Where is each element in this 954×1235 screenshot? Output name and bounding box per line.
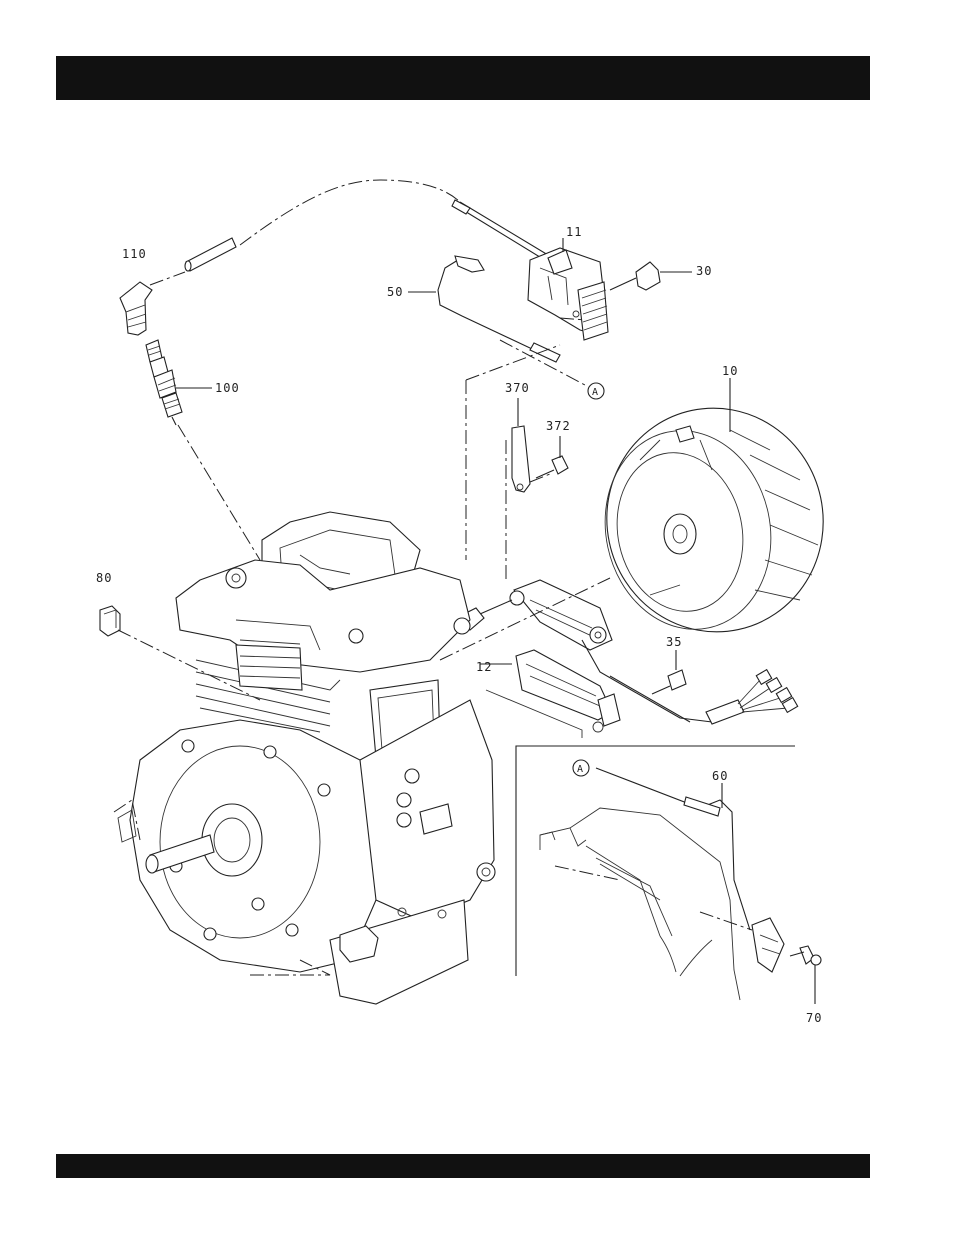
callout-110: 110 xyxy=(122,247,147,261)
callout-372: 372 xyxy=(546,419,571,433)
leader-sparkplug xyxy=(178,425,260,560)
ground-plate-part xyxy=(512,426,530,492)
callout-A-inset: A xyxy=(577,764,584,775)
exciter-coil-part xyxy=(516,650,620,732)
callout-10: 10 xyxy=(722,364,738,378)
callout-50: 50 xyxy=(387,285,403,299)
screw-30-part xyxy=(610,262,660,290)
callout-11: 11 xyxy=(566,225,582,239)
callout-12: 12 xyxy=(476,660,492,674)
callout-A-top: A xyxy=(592,387,599,398)
plug-80-part xyxy=(100,606,120,636)
callout-80: 80 xyxy=(96,571,112,585)
callout-30: 30 xyxy=(696,264,712,278)
bolt-35-part xyxy=(652,670,686,694)
sleeve-part xyxy=(185,238,236,271)
spark-plug-part xyxy=(146,340,182,425)
leader-hightension xyxy=(150,180,460,285)
ignition-coil-part xyxy=(528,248,608,340)
flywheel-part xyxy=(586,388,844,652)
bolt-372-part xyxy=(536,456,568,478)
engine-block xyxy=(114,512,495,1004)
connector-bundle-part xyxy=(706,670,798,724)
callout-100: 100 xyxy=(215,381,240,395)
callout-35: 35 xyxy=(666,635,682,649)
inset-frame xyxy=(516,746,795,976)
stop-switch-inset xyxy=(540,768,821,1004)
callout-60: 60 xyxy=(712,769,728,783)
callout-70: 70 xyxy=(806,1011,822,1025)
plug-cap-part xyxy=(120,282,152,335)
callout-370: 370 xyxy=(505,381,530,395)
